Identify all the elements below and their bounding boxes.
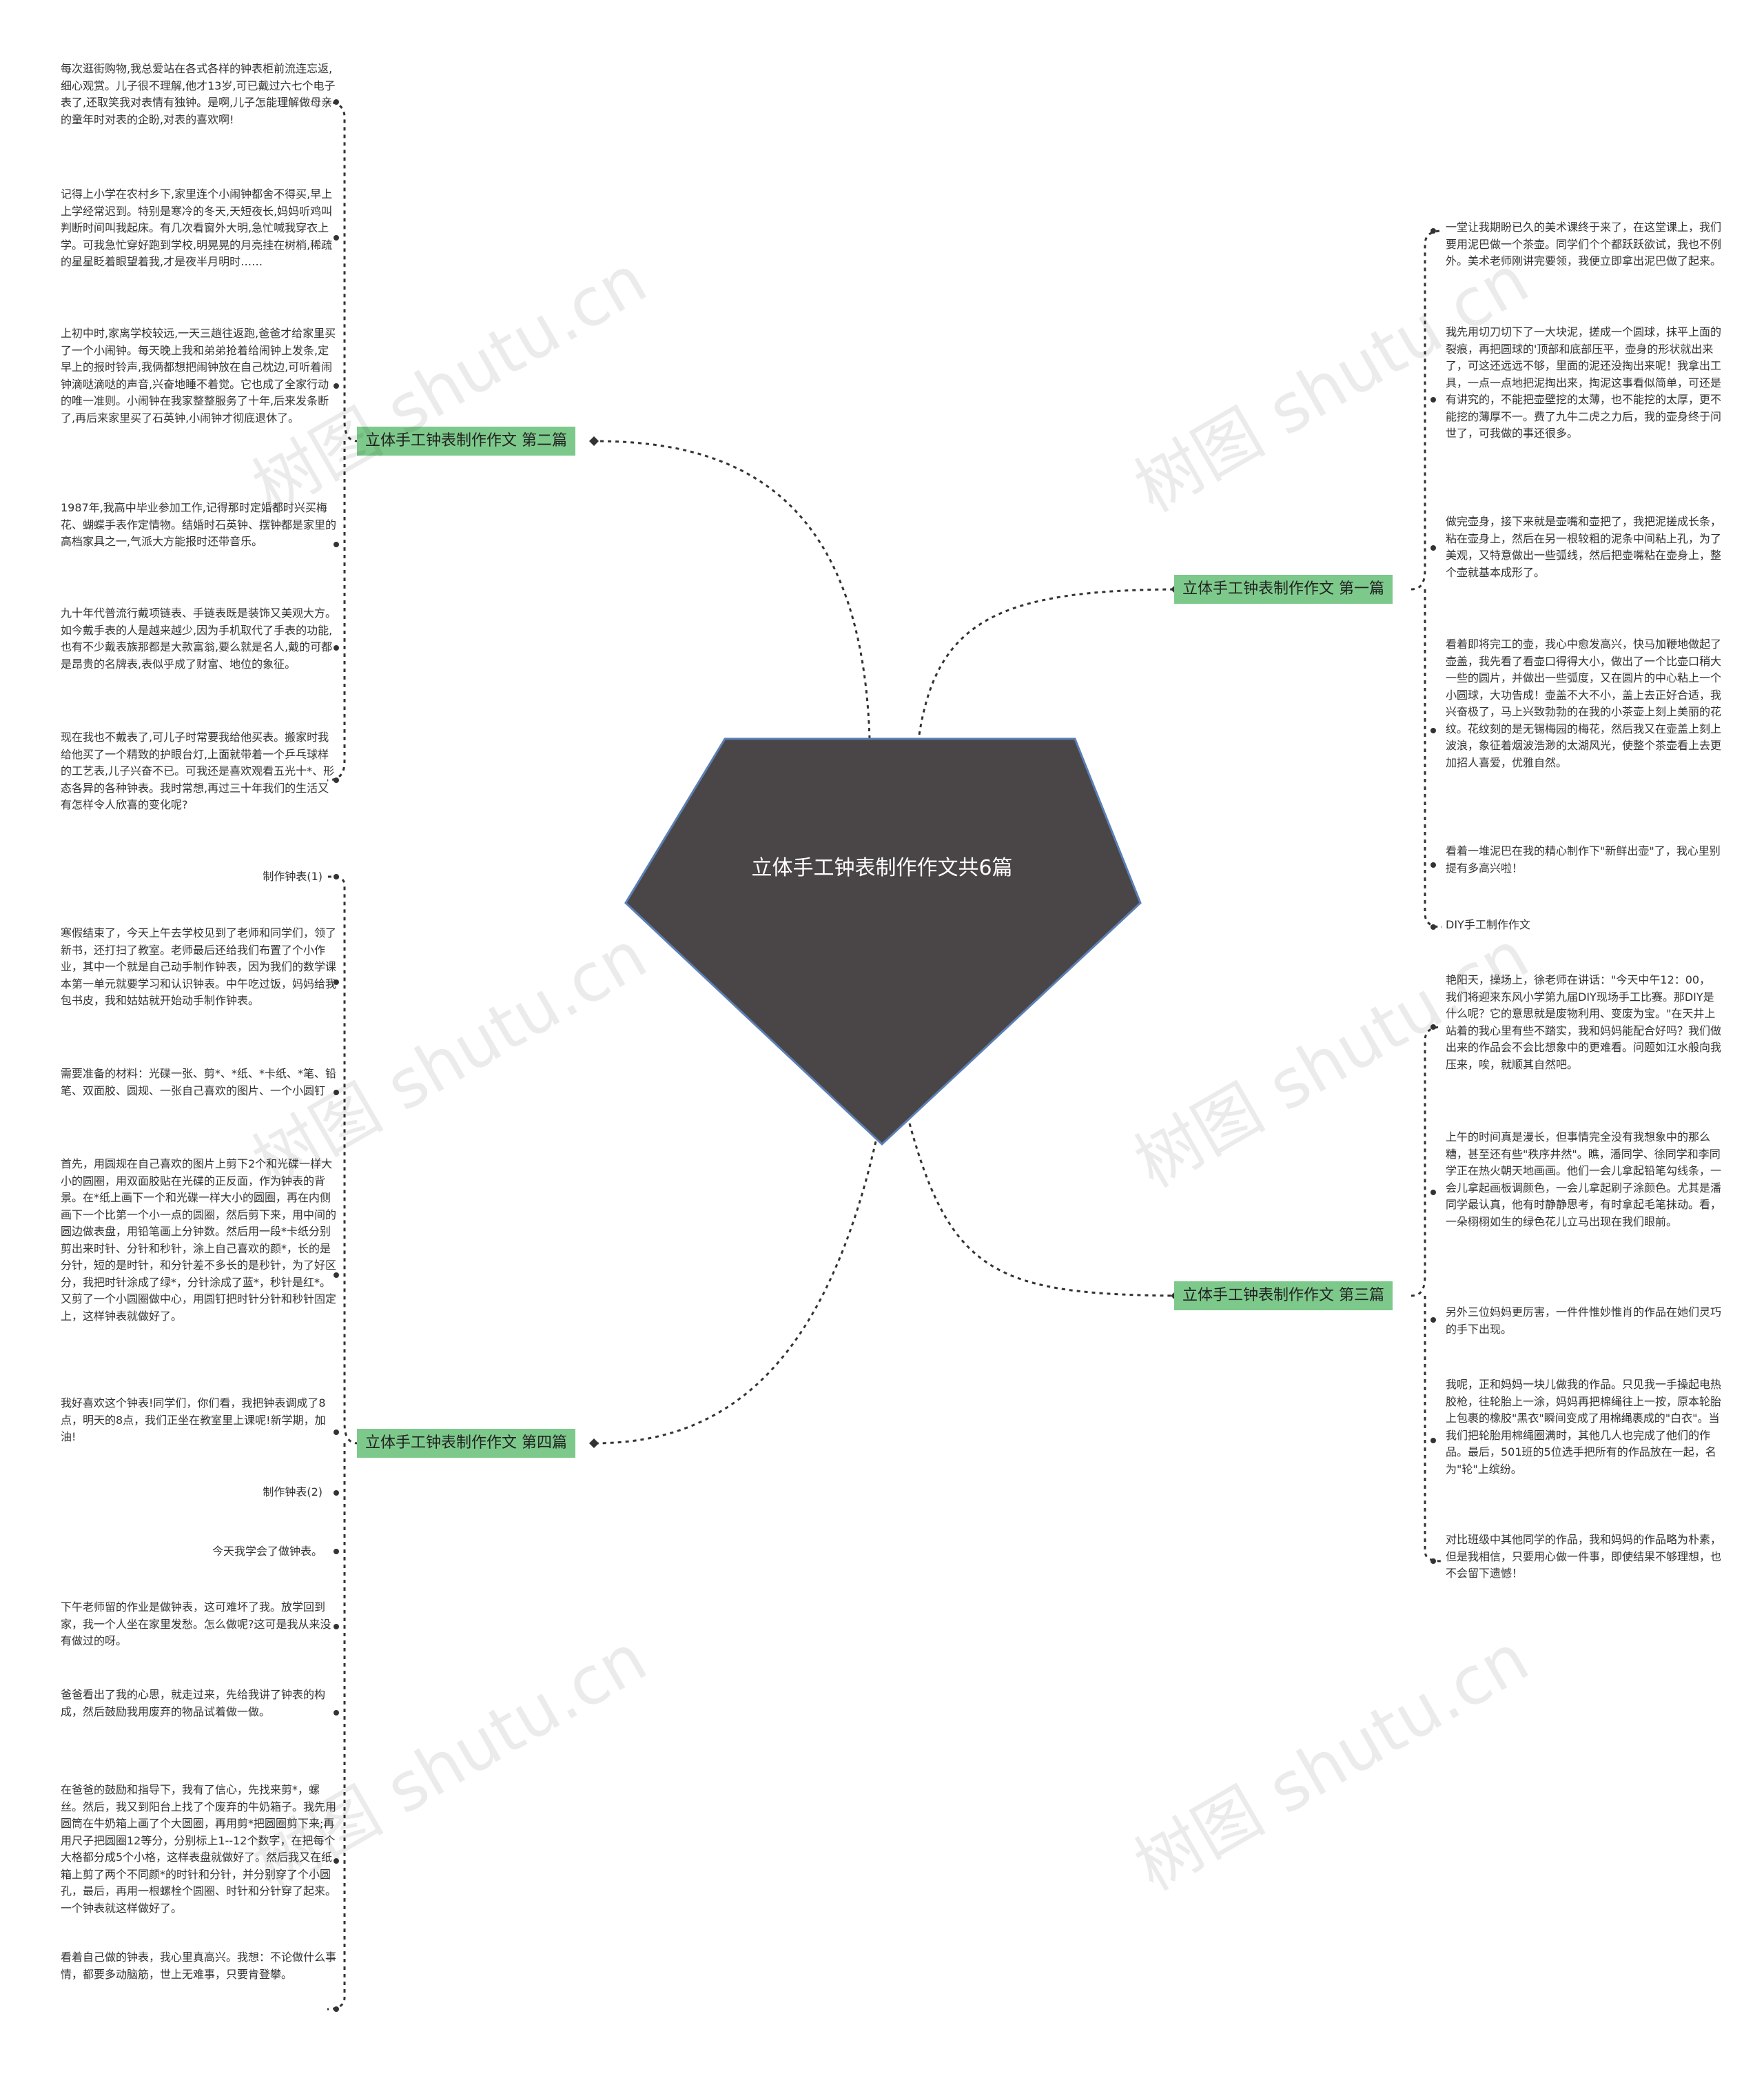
leaf-b4-5: 我好喜欢这个钟表!同学们，你们看，我把钟表调成了8点，明天的8点，我们正坐在教室… xyxy=(61,1396,326,1443)
leaf-b2-5: 九十年代普流行戴项链表、手链表既是装饰又美观大方。如今戴手表的人是越来越少,因为… xyxy=(61,607,337,671)
leaf-b4-4: 首先，用圆规在自己喜欢的图片上剪下2个和光碟一样大小的圆圈，用双面胶贴在光碟的正… xyxy=(61,1157,337,1323)
leaf-b4-8: 下午老师留的作业是做钟表，这可难坏了我。放学回到家，我一个人坐在家里发愁。怎么做… xyxy=(61,1600,331,1647)
leaf-b4-7: 今天我学会了做钟表。 xyxy=(212,1545,322,1558)
link-center-b2 xyxy=(593,440,871,740)
bracket-b3 xyxy=(1411,1026,1443,1563)
branch-node-1[interactable]: 立体手工钟表制作作文 第一篇 xyxy=(1174,575,1393,604)
branch-node-3[interactable]: 立体手工钟表制作作文 第三篇 xyxy=(1174,1281,1393,1310)
bracket-b1 xyxy=(1411,230,1443,928)
branch-node-2[interactable]: 立体手工钟表制作作文 第二篇 xyxy=(357,427,575,456)
link-center-b4 xyxy=(593,1119,882,1445)
center-node-title[interactable]: 立体手工钟表制作作文共6篇 xyxy=(751,856,1013,880)
link-center-b1 xyxy=(918,588,1179,735)
leaf-b3-4: 我呢，正和妈妈一块儿做我的作品。只见我一手操起电热胶枪，往轮胎上一涂，妈妈再把棉… xyxy=(1446,1378,1722,1476)
leaf-b1-5: 看着一堆泥巴在我的精心制作下"新鲜出壶"了，我心里别提有多高兴啦！ xyxy=(1446,844,1721,875)
leaf-b2-2: 记得上小学在农村乡下,家里连个小闹钟都舍不得买,早上上学经常迟到。特别是寒冷的冬… xyxy=(61,187,333,268)
leaf-b2-6: 现在我也不戴表了,可儿子时常要我给他买表。搬家时我给他买了一个精致的护眼台灯,上… xyxy=(61,731,335,811)
leaf-b2-3: 上初中时,家离学校较远,一天三趟往返跑,爸爸才给家里买了一个小闹钟。每天晚上我和… xyxy=(61,327,336,425)
branch-node-4[interactable]: 立体手工钟表制作作文 第四篇 xyxy=(357,1429,575,1458)
leaf-b1-2: 我先用切刀切下了一大块泥，搓成一个圆球，抹平上面的裂痕，再把圆球的'顶部和底部压… xyxy=(1446,325,1722,440)
leaf-b3-2: 上午的时间真是漫长，但事情完全没有我想象中的那么糟，甚至还有些"秩序井然"。瞧，… xyxy=(1446,1130,1722,1228)
leaf-b3-1: 艳阳天，操场上，徐老师在讲话："今天中午12：00，我们将迎来东风小学第九届DI… xyxy=(1446,973,1722,1071)
leaf-b3-3: 另外三位妈妈更厉害，一件件惟妙惟肖的作品在她们灵巧的手下出现。 xyxy=(1446,1305,1722,1336)
leaf-b1-3: 做完壶身，接下来就是壶嘴和壶把了，我把泥搓成长条，粘在壶身上，然后在另一根较粗的… xyxy=(1446,515,1722,579)
leaf-b4-6: 制作钟表(2) xyxy=(263,1485,322,1498)
leaf-b4-1: 制作钟表(1) xyxy=(263,870,322,883)
leaf-b4-2: 寒假结束了，今天上午去学校见到了老师和同学们，领了新书，还打扫了教室。老师最后还… xyxy=(61,926,337,1007)
leaf-b2-4: 1987年,我高中毕业参加工作,记得那时定婚都时兴买梅花、蝴蝶手表作定情物。结婚… xyxy=(61,501,337,548)
leaf-b3-5: 对比班级中其他同学的作品，我和妈妈的作品略为朴素，但是我相信，只要用心做一件事，… xyxy=(1446,1533,1722,1580)
leaf-b1-6: DIY手工制作作文 xyxy=(1446,918,1530,931)
leaf-b4-3: 需要准备的材料：光碟一张、剪*、*纸、*卡纸、*笔、铅笔、双面胶、圆规、一张自己… xyxy=(61,1067,337,1097)
leaf-b1-1: 一堂让我期盼已久的美术课终于来了，在这堂课上，我们要用泥巴做一个茶壶。同学们个个… xyxy=(1446,221,1722,267)
leaf-b4-10: 在爸爸的鼓励和指导下，我有了信心，先找来剪*，螺丝。然后，我又到阳台上找了个废弃… xyxy=(61,1783,337,1915)
leaf-b1-4: 看着即将完工的壶，我心中愈发高兴，快马加鞭地做起了壶盖，我先看了看壶口得得大小，… xyxy=(1446,638,1722,769)
leaf-b2-1: 每次逛街购物,我总爱站在各式各样的钟表柜前流连忘返,细心观赏。儿子很不理解,他才… xyxy=(61,62,336,126)
leaf-b4-9: 爸爸看出了我的心思，就走过来，先给我讲了钟表的构成，然后鼓励我用废弃的物品试着做… xyxy=(61,1688,326,1718)
link-center-b3 xyxy=(908,1123,1179,1297)
center-node-shape xyxy=(624,737,1142,1146)
leaf-b4-11: 看着自己做的钟表，我心里真高兴。我想：不论做什么事情，都要多动脑筋，世上无难事，… xyxy=(61,1951,337,1981)
